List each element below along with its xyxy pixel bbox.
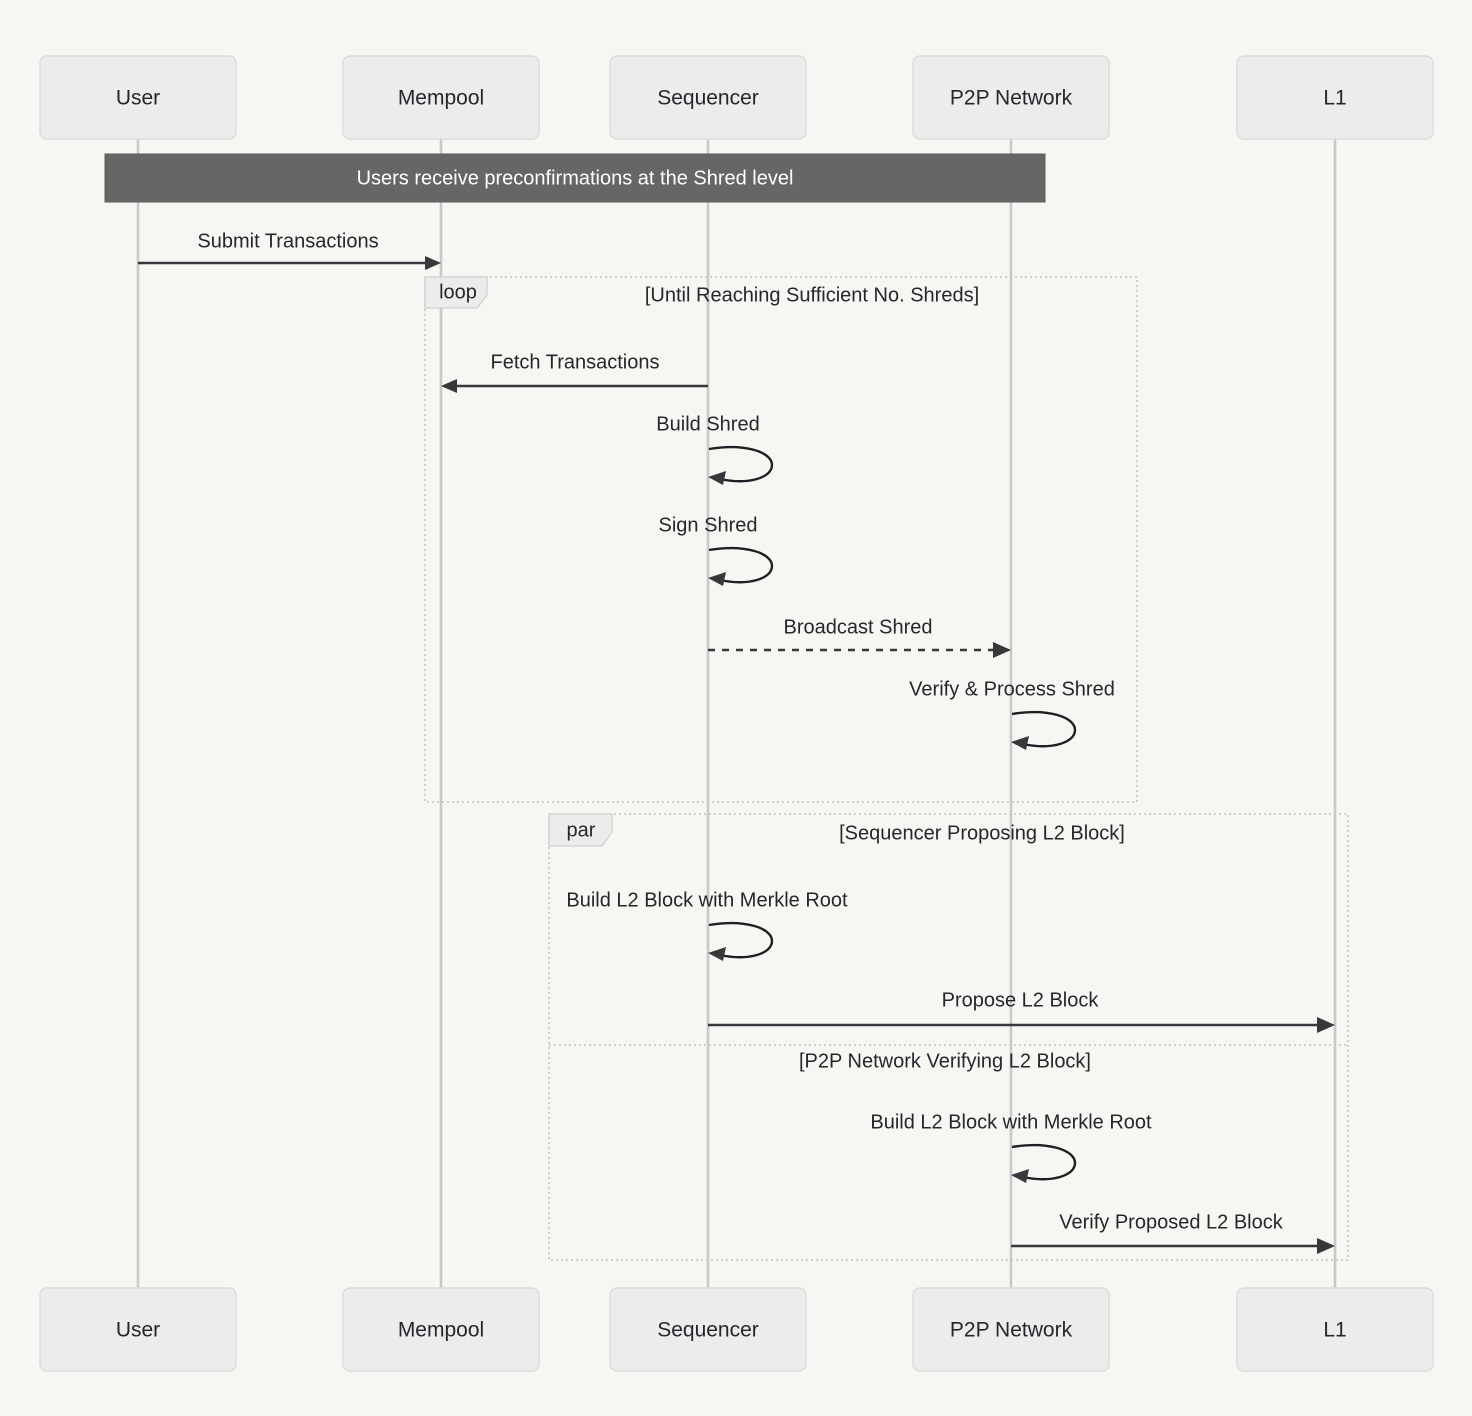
note-banner-text: Users receive preconfirmations at the Sh… <box>357 167 794 189</box>
message-build-l2-block-sequencer: Build L2 Block with Merkle Root <box>566 889 848 961</box>
fragment-loop-condition: [Until Reaching Sufficient No. Shreds] <box>645 284 979 306</box>
message-label-broadcast-shred: Broadcast Shred <box>784 616 933 638</box>
message-build-shred: Build Shred <box>656 413 774 485</box>
actor-label-user: User <box>116 87 160 110</box>
fragment-loop-tag-shape <box>424 276 488 309</box>
actor-box-l1[interactable]: L1 <box>1236 55 1434 140</box>
fragment-par-border <box>548 813 1349 1261</box>
fragment-par-tag-label: par <box>567 819 596 841</box>
arrowhead-self-left <box>708 947 726 961</box>
arrowhead-right <box>425 256 441 270</box>
actor-header-row: User Mempool Sequencer P2P Network L1 <box>39 55 1434 140</box>
fragment-par-l2: par [Sequencer Proposing L2 Block] [P2P … <box>548 813 1349 1261</box>
actor-footer-row: User Mempool Sequencer P2P Network L1 <box>39 1287 1434 1372</box>
message-label-build-l2-block-sequencer: Build L2 Block with Merkle Root <box>566 889 848 911</box>
note-banner: Users receive preconfirmations at the Sh… <box>104 153 1046 203</box>
actor-box-p2p-network-bottom[interactable]: P2P Network <box>912 1287 1110 1372</box>
message-verify-process-shred: Verify & Process Shred <box>909 678 1115 750</box>
actor-label-mempool-bottom: Mempool <box>398 1319 484 1342</box>
message-label-verify-proposed-l2-block: Verify Proposed L2 Block <box>1059 1211 1283 1233</box>
message-label-propose-l2-block: Propose L2 Block <box>942 989 1100 1011</box>
arrowhead-self-left <box>708 572 726 586</box>
message-label-fetch-transactions: Fetch Transactions <box>491 351 660 373</box>
fragment-par-tag-shape <box>548 813 613 847</box>
message-propose-l2-block: Propose L2 Block <box>708 989 1335 1033</box>
actor-label-user-bottom: User <box>116 1319 160 1342</box>
actor-box-mempool-bottom[interactable]: Mempool <box>342 1287 540 1372</box>
actor-label-p2p-network: P2P Network <box>950 87 1073 110</box>
actor-box-l1-bottom[interactable]: L1 <box>1236 1287 1434 1372</box>
message-broadcast-shred: Broadcast Shred <box>708 616 1011 658</box>
message-label-submit-transactions: Submit Transactions <box>197 230 378 252</box>
message-verify-proposed-l2-block: Verify Proposed L2 Block <box>1011 1211 1335 1254</box>
actor-label-l1: L1 <box>1323 87 1346 110</box>
actor-box-sequencer[interactable]: Sequencer <box>609 55 807 140</box>
message-label-verify-process-shred: Verify & Process Shred <box>909 678 1115 700</box>
fragment-loop-border <box>424 276 1138 803</box>
actor-box-sequencer-bottom[interactable]: Sequencer <box>609 1287 807 1372</box>
message-build-l2-block-p2p: Build L2 Block with Merkle Root <box>870 1111 1152 1183</box>
message-sign-shred: Sign Shred <box>659 514 774 586</box>
actor-label-l1-bottom: L1 <box>1323 1319 1346 1342</box>
arrowhead-right <box>1317 1017 1335 1033</box>
message-fetch-transactions: Fetch Transactions <box>441 351 708 393</box>
actor-box-p2p-network[interactable]: P2P Network <box>912 55 1110 140</box>
message-label-sign-shred: Sign Shred <box>659 514 758 536</box>
arrowhead-self-left <box>1011 1169 1029 1183</box>
actor-box-user-bottom[interactable]: User <box>39 1287 237 1372</box>
actor-box-user[interactable]: User <box>39 55 237 140</box>
arrowhead-self-left <box>708 471 726 485</box>
actor-label-sequencer: Sequencer <box>657 87 759 110</box>
fragment-par-condition: [Sequencer Proposing L2 Block] <box>839 822 1125 844</box>
note-banner-rect <box>104 153 1046 203</box>
actor-label-mempool: Mempool <box>398 87 484 110</box>
fragment-loop-tag-label: loop <box>439 281 477 303</box>
actor-label-p2p-network-bottom: P2P Network <box>950 1319 1073 1342</box>
fragment-par-alt-condition: [P2P Network Verifying L2 Block] <box>799 1050 1091 1072</box>
arrowhead-left <box>441 379 457 393</box>
message-submit-transactions: Submit Transactions <box>138 230 441 270</box>
actor-label-sequencer-bottom: Sequencer <box>657 1319 759 1342</box>
actor-box-mempool[interactable]: Mempool <box>342 55 540 140</box>
message-label-build-l2-block-p2p: Build L2 Block with Merkle Root <box>870 1111 1152 1133</box>
fragment-loop-shreds: loop [Until Reaching Sufficient No. Shre… <box>424 276 1138 803</box>
lifelines <box>136 139 1337 1288</box>
arrowhead-right <box>1317 1238 1335 1254</box>
arrowhead-self-left <box>1011 736 1029 750</box>
arrowhead-right <box>993 642 1011 658</box>
message-label-build-shred: Build Shred <box>656 413 759 435</box>
